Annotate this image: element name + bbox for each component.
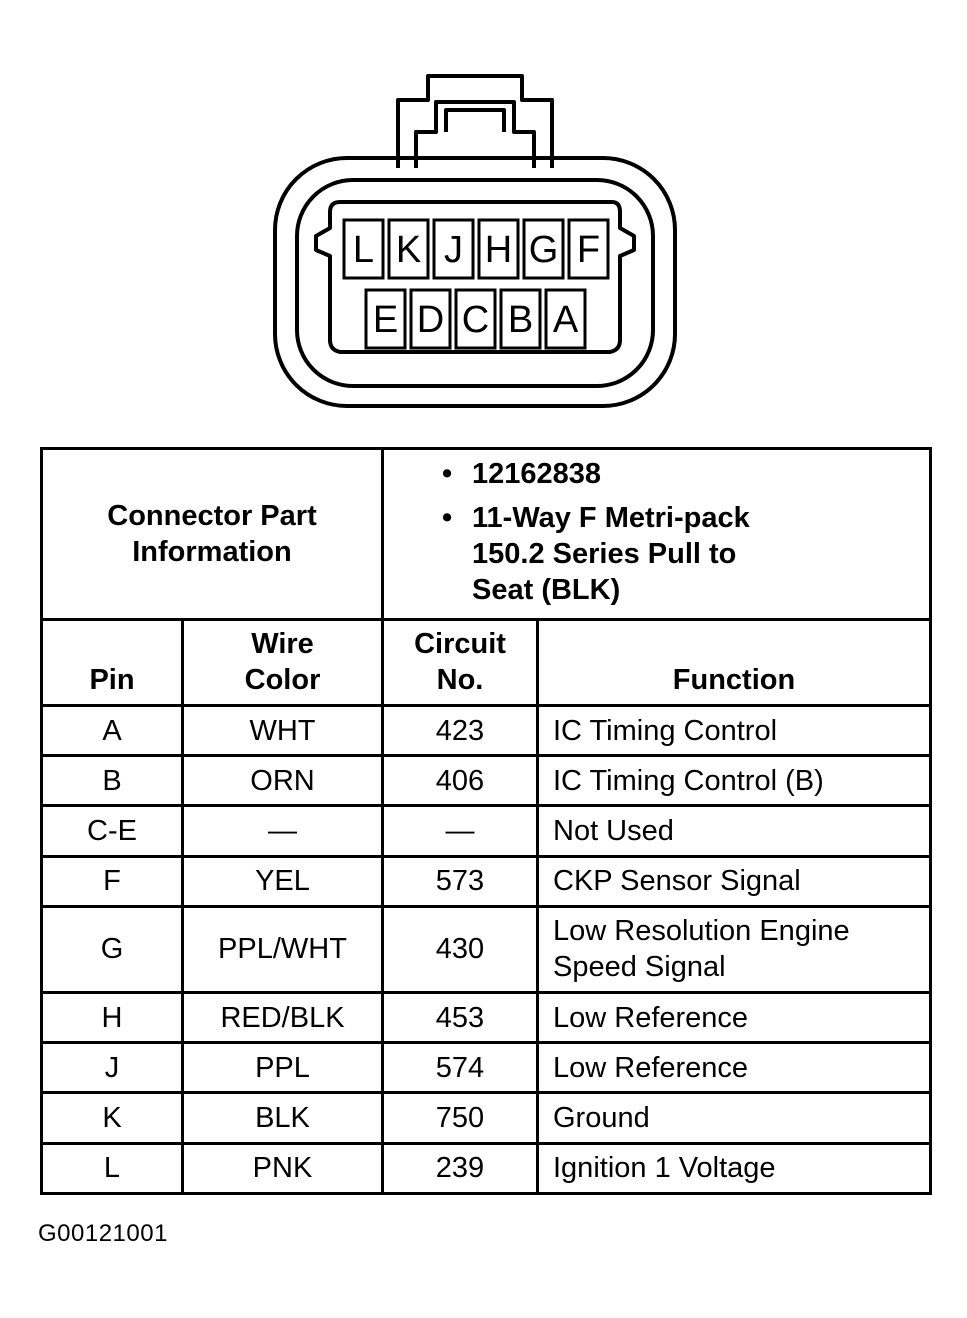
pin-label-l: L <box>353 229 374 271</box>
pin-cavity-b <box>499 288 542 350</box>
cell-circuit-no: 430 <box>381 904 539 995</box>
cell-circuit-no: 239 <box>381 1141 539 1196</box>
table-row: C-E——Not Used <box>40 804 932 858</box>
cell-pin: C-E <box>40 804 184 858</box>
pin-label-d: D <box>417 299 444 341</box>
header-function: Function <box>536 617 932 708</box>
cell-circuit-no: 574 <box>381 1041 539 1095</box>
cell-pin: B <box>40 754 184 808</box>
pin-label-b: B <box>508 299 533 341</box>
header-wire-color-text: Wire Color <box>244 628 321 697</box>
cell-function: Not Used <box>536 804 932 858</box>
cell-circuit-no: 423 <box>381 704 539 758</box>
pin-cavity-j <box>432 218 475 280</box>
pin-label-a: A <box>553 299 579 341</box>
cell-function: Low Reference <box>536 991 932 1045</box>
housing-outer <box>273 156 677 408</box>
cell-pin: F <box>40 854 184 908</box>
pin-cavity-l <box>342 218 385 280</box>
cell-wire-color: RED/BLK <box>181 991 384 1045</box>
cell-function: Low Resolution Engine Speed Signal <box>536 904 932 995</box>
part-info-details: 12162838 11-Way F Metri-pack 150.2 Serie… <box>381 447 932 621</box>
cell-pin: L <box>40 1141 184 1196</box>
cell-function: Low Reference <box>536 1041 932 1095</box>
cell-pin: J <box>40 1041 184 1095</box>
figure-code: G00121001 <box>38 1220 168 1247</box>
pin-cavity-a <box>544 288 587 350</box>
cell-circuit-no: 750 <box>381 1091 539 1145</box>
cell-function: Ignition 1 Voltage <box>536 1141 932 1196</box>
pin-cavity-h <box>477 218 520 280</box>
pin-label-e: E <box>373 299 398 341</box>
cell-pin: K <box>40 1091 184 1145</box>
part-info-list: 12162838 11-Way F Metri-pack 150.2 Serie… <box>384 456 929 608</box>
cell-pin: G <box>40 904 184 995</box>
part-info-label-text: Connector Part Information <box>107 499 317 568</box>
part-number: 12162838 <box>442 456 929 492</box>
header-circuit-no: Circuit No. <box>381 617 539 708</box>
cell-wire-color: PPL <box>181 1041 384 1095</box>
pin-cavity-f <box>567 218 610 280</box>
header-row: Pin Wire Color Circuit No. Function <box>40 617 932 708</box>
cell-circuit-no: 573 <box>381 854 539 908</box>
cell-wire-color: PNK <box>181 1141 384 1196</box>
cell-function: Ground <box>536 1091 932 1145</box>
cell-wire-color: BLK <box>181 1091 384 1145</box>
part-description: 11-Way F Metri-pack 150.2 Series Pull to… <box>442 500 802 608</box>
header-circuit-no-text: Circuit No. <box>414 628 506 697</box>
latch-outer <box>396 74 554 168</box>
pin-label-h: H <box>485 229 512 271</box>
cell-pin: H <box>40 991 184 1045</box>
pin-cavity-g <box>522 218 565 280</box>
header-pin: Pin <box>40 617 184 708</box>
header-wire-color: Wire Color <box>181 617 384 708</box>
cell-wire-color: WHT <box>181 704 384 758</box>
pinout-table: Connector Part Information 12162838 11-W… <box>40 447 932 1196</box>
pin-cavity-d <box>409 288 452 350</box>
cell-circuit-no: 406 <box>381 754 539 808</box>
cell-circuit-no: — <box>381 804 539 858</box>
cell-wire-color: ORN <box>181 754 384 808</box>
cell-wire-color: YEL <box>181 854 384 908</box>
pin-cavity-c <box>454 288 497 350</box>
housing-inner <box>295 178 655 388</box>
part-info-label: Connector Part Information <box>40 447 384 621</box>
pin-cavity-e <box>364 288 407 350</box>
part-info-row: Connector Part Information 12162838 11-W… <box>40 447 932 621</box>
pin-label-c: C <box>462 299 489 341</box>
pin-label-g: G <box>529 229 559 271</box>
cell-function: IC Timing Control <box>536 704 932 758</box>
cell-wire-color: — <box>181 804 384 858</box>
pin-label-f: F <box>577 229 600 271</box>
pin-cavity-k <box>387 218 430 280</box>
latch-inner <box>414 100 536 168</box>
pin-label-k: K <box>396 229 421 271</box>
pin-cavity <box>314 200 636 354</box>
cell-circuit-no: 453 <box>381 991 539 1045</box>
cell-function: CKP Sensor Signal <box>536 854 932 908</box>
pin-label-j: J <box>444 229 463 271</box>
cell-function: IC Timing Control (B) <box>536 754 932 808</box>
cell-pin: A <box>40 704 184 758</box>
latch-slot <box>444 108 506 132</box>
cell-wire-color: PPL/WHT <box>181 904 384 995</box>
